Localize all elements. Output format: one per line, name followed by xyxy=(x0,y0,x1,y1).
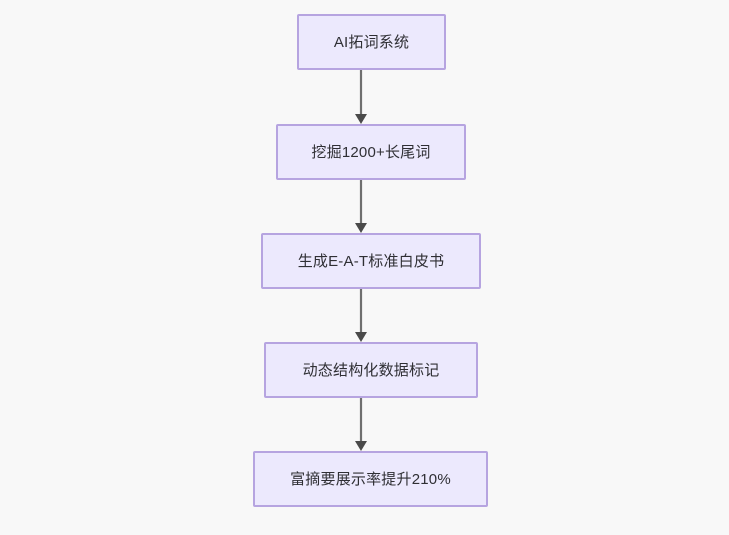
flow-node-generate-eat-whitepaper[interactable]: 生成E-A-T标准白皮书 xyxy=(261,233,481,289)
connector-arrow-4 xyxy=(355,398,367,451)
flow-node-ai-keyword-system[interactable]: AI拓词系统 xyxy=(297,14,446,70)
flow-node-rich-snippet-impression-lift[interactable]: 富摘要展示率提升210% xyxy=(253,451,488,507)
flow-node-dynamic-structured-data-markup[interactable]: 动态结构化数据标记 xyxy=(264,342,478,398)
connector-arrow-2 xyxy=(355,180,367,233)
flow-node-mine-longtail-keywords[interactable]: 挖掘1200+长尾词 xyxy=(276,124,466,180)
connector-arrow-3 xyxy=(355,289,367,342)
connector-arrow-1 xyxy=(355,70,367,124)
